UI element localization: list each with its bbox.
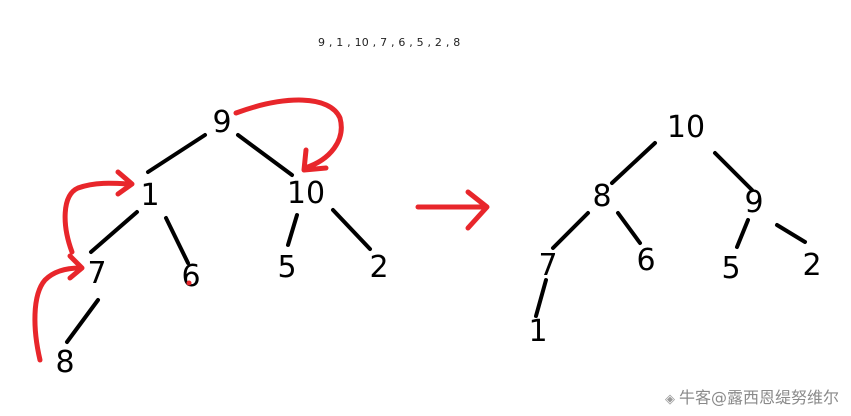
edge-7-8 (65, 298, 100, 344)
node-left-8: 8 (55, 345, 74, 380)
edge-1-7 (89, 210, 139, 254)
swap-arrow-9-10 (233, 97, 344, 171)
edge-1-6 (164, 216, 190, 265)
swap-arrows (32, 97, 344, 363)
node-left-7: 7 (87, 256, 106, 291)
node-right-1: 1 (528, 314, 547, 349)
node-right-6: 6 (636, 243, 655, 278)
transition-arrow (415, 189, 490, 231)
swap-arrow-8-7 (32, 265, 83, 363)
swap-arrowhead-7-1 (115, 169, 135, 197)
edge-10-9 (713, 151, 754, 192)
node-left-6: 6 (181, 259, 200, 294)
edge-10-2 (331, 208, 372, 251)
node-left-1: 1 (140, 178, 159, 213)
node-left-10: 10 (287, 176, 325, 211)
edge-9-2 (775, 223, 807, 244)
edge-10-8 (610, 141, 657, 185)
left-tree-edges (65, 133, 372, 344)
input-sequence: 9 , 1 , 10 , 7 , 6 , 5 , 2 , 8 (318, 36, 461, 49)
node-left-5: 5 (277, 250, 296, 285)
node-left-2: 2 (369, 250, 388, 285)
red-dot (186, 280, 192, 286)
node-right-9: 9 (744, 185, 763, 220)
edge-7-1 (534, 278, 548, 318)
swap-arrowhead-9-10 (301, 147, 329, 173)
node-right-10: 10 (667, 110, 705, 145)
node-right-2: 2 (802, 248, 821, 283)
node-right-7: 7 (538, 248, 557, 283)
edge-10-5 (286, 213, 299, 247)
watermark-text: 牛客@露西恩缇努维尔 (678, 388, 839, 407)
watermark: ◈牛客@露西恩缇努维尔 (665, 384, 839, 408)
node-left-9: 9 (212, 105, 231, 140)
node-right-8: 8 (592, 179, 611, 214)
edge-8-6 (616, 211, 642, 245)
nowcoder-logo-icon: ◈ (664, 392, 675, 407)
edge-9-1 (146, 133, 207, 174)
node-right-5: 5 (721, 251, 740, 286)
edge-9-5 (735, 218, 750, 249)
swap-arrowhead-8-7 (67, 253, 85, 281)
right-tree-edges (534, 141, 807, 318)
edge-8-7 (551, 211, 590, 250)
edge-9-10 (236, 133, 294, 177)
swap-arrow-7-1 (62, 180, 131, 255)
